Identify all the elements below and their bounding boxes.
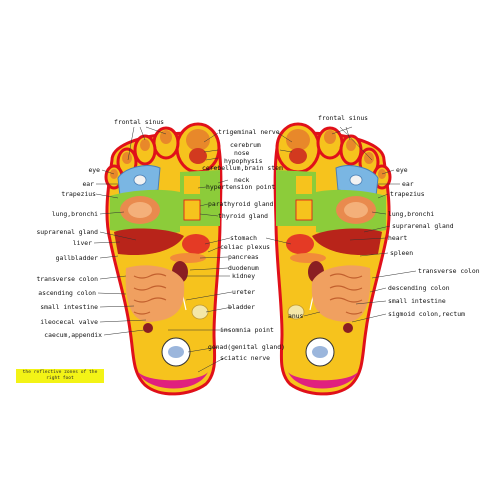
- label-nose: nose: [234, 149, 250, 157]
- label-suprarenal-gland-right: suprarenal gland: [392, 222, 454, 230]
- label-parathyroid-gland: parathyroid gland: [208, 200, 274, 208]
- label-celiac-plexus: celiac plexus: [220, 243, 271, 251]
- label-suprarenal-gland-left: suprarenal gland: [36, 228, 98, 236]
- label-bladder: bladder: [228, 303, 255, 311]
- label-ear-left: ear: [82, 180, 94, 188]
- label-trapezius-left: trapezius: [61, 190, 96, 198]
- label-descending-colon: descending colon: [388, 284, 450, 292]
- label-thyroid-gland: thyroid gland: [218, 212, 269, 220]
- label-sigmoid-colon-rectum: sigmoid colon,rectum: [388, 310, 465, 318]
- label-spleen: spleen: [390, 249, 414, 257]
- label-transverse-colon-right: transverse colon: [418, 267, 480, 275]
- right-foot: [273, 122, 392, 396]
- label-kidney: kidney: [232, 272, 256, 280]
- label-cerebellum-brain-stem: cerebellum,brain stem: [202, 164, 283, 172]
- label-ureter: ureter: [232, 288, 256, 296]
- label-transverse-colon-left: transverse colon: [36, 275, 98, 283]
- label-stomach: stomach: [230, 234, 257, 242]
- label-neck: neck: [234, 176, 250, 184]
- label-ileocecal-valve: ileocecal valve: [40, 318, 98, 326]
- label-trapezius-right: trapezius: [390, 190, 425, 198]
- label-ear-right: ear: [402, 180, 414, 188]
- label-lung-bronchi-right: lung,bronchi: [388, 210, 435, 218]
- caption-box: the reflective zones of the right foot: [16, 369, 104, 383]
- label-liver: liver: [72, 239, 92, 247]
- label-eye-right: eye: [396, 166, 408, 174]
- label-hypertension-point: hypertension point: [206, 183, 276, 191]
- label-insomnia-point: insomnia point: [220, 326, 274, 334]
- label-cerebrum: cerebrum: [230, 141, 261, 149]
- label-eye-left: eye: [88, 166, 100, 174]
- label-heart: heart: [388, 234, 408, 242]
- label-small-intestine-left: small intestine: [40, 303, 98, 311]
- label-gonad: gonad(genital gland): [208, 343, 285, 351]
- leader-lines: [93, 126, 417, 373]
- label-small-intestine-right: small intestine: [388, 297, 446, 305]
- label-gallbladder: gallbladder: [55, 254, 98, 262]
- label-frontal-sinus-left: frontal sinus: [114, 118, 165, 126]
- label-trigeminal-nerve: trigeminal nerve: [218, 128, 280, 136]
- label-hypophysis: hypophysis: [224, 157, 263, 165]
- label-ascending-colon: ascending colon: [38, 289, 96, 297]
- label-lung-bronchi-left: lung,bronchi: [51, 210, 98, 218]
- label-duodenum: duodenum: [228, 264, 259, 272]
- label-caecum-appendix: caecum,appendix: [44, 331, 102, 339]
- label-pancreas: pancreas: [228, 253, 259, 261]
- label-anus: anus: [288, 312, 304, 320]
- label-sciatic-nerve: sciatic nerve: [220, 354, 271, 362]
- label-frontal-sinus-right: frontal sinus: [318, 114, 369, 122]
